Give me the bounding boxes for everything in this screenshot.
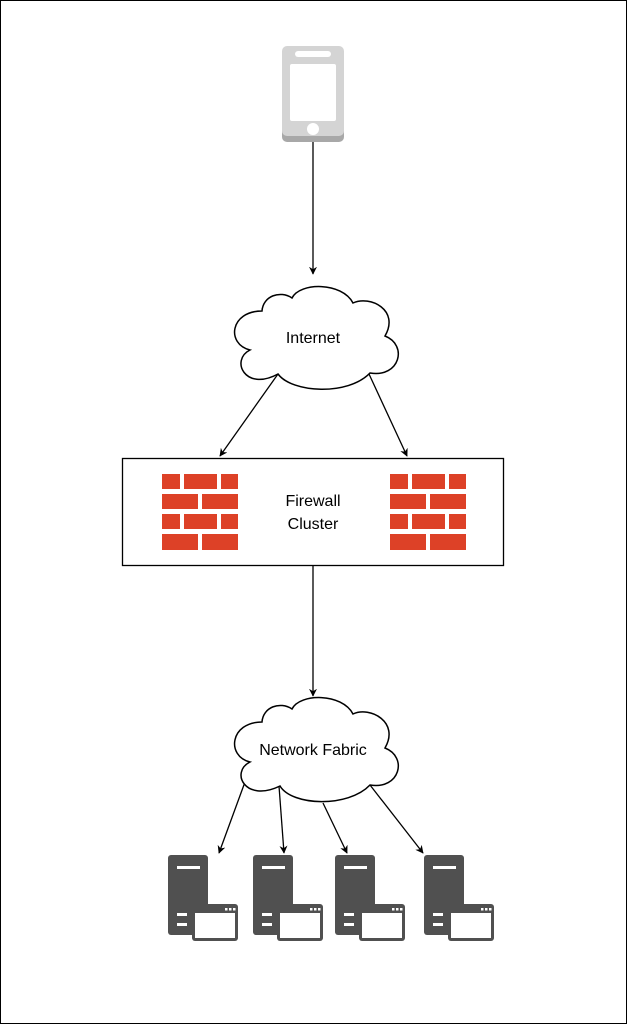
mobile-phone-icon[interactable] [282, 46, 344, 142]
server-icon[interactable] [335, 855, 405, 941]
edge-internet-firewall-left [219, 373, 279, 457]
firewall-label-line1: Firewall [285, 493, 340, 510]
edge-fabric-server-1 [217, 781, 246, 854]
server-icon[interactable] [253, 855, 323, 941]
network-fabric-label: Network Fabric [259, 742, 367, 759]
edge-fabric-server-4 [369, 784, 424, 854]
firewall-cluster[interactable]: Firewall Cluster [121, 457, 505, 567]
edge-fabric-server-3 [322, 802, 348, 854]
server-icon[interactable] [168, 855, 238, 941]
internet-label: Internet [286, 330, 341, 347]
edge-internet-firewall-right [368, 373, 408, 457]
edge-fabric-server-2 [278, 785, 288, 854]
network-fabric-cloud[interactable]: Network Fabric [233, 696, 400, 803]
firewall-label-line2: Cluster [288, 516, 339, 533]
server-icon[interactable] [424, 855, 494, 941]
internet-cloud[interactable]: Internet [233, 285, 400, 390]
